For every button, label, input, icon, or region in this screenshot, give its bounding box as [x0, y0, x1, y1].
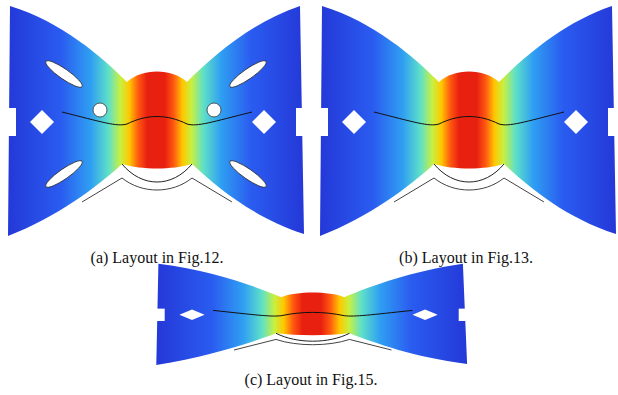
- subfigure-caption: (b) Layout in Fig.13.: [399, 249, 533, 267]
- subfigure-caption: (a) Layout in Fig.12.: [91, 249, 224, 267]
- plot-b: [314, 6, 618, 236]
- subfigure-caption: (c) Layout in Fig.15.: [245, 371, 378, 389]
- plot-a: [2, 6, 310, 236]
- plot-c: [150, 264, 473, 365]
